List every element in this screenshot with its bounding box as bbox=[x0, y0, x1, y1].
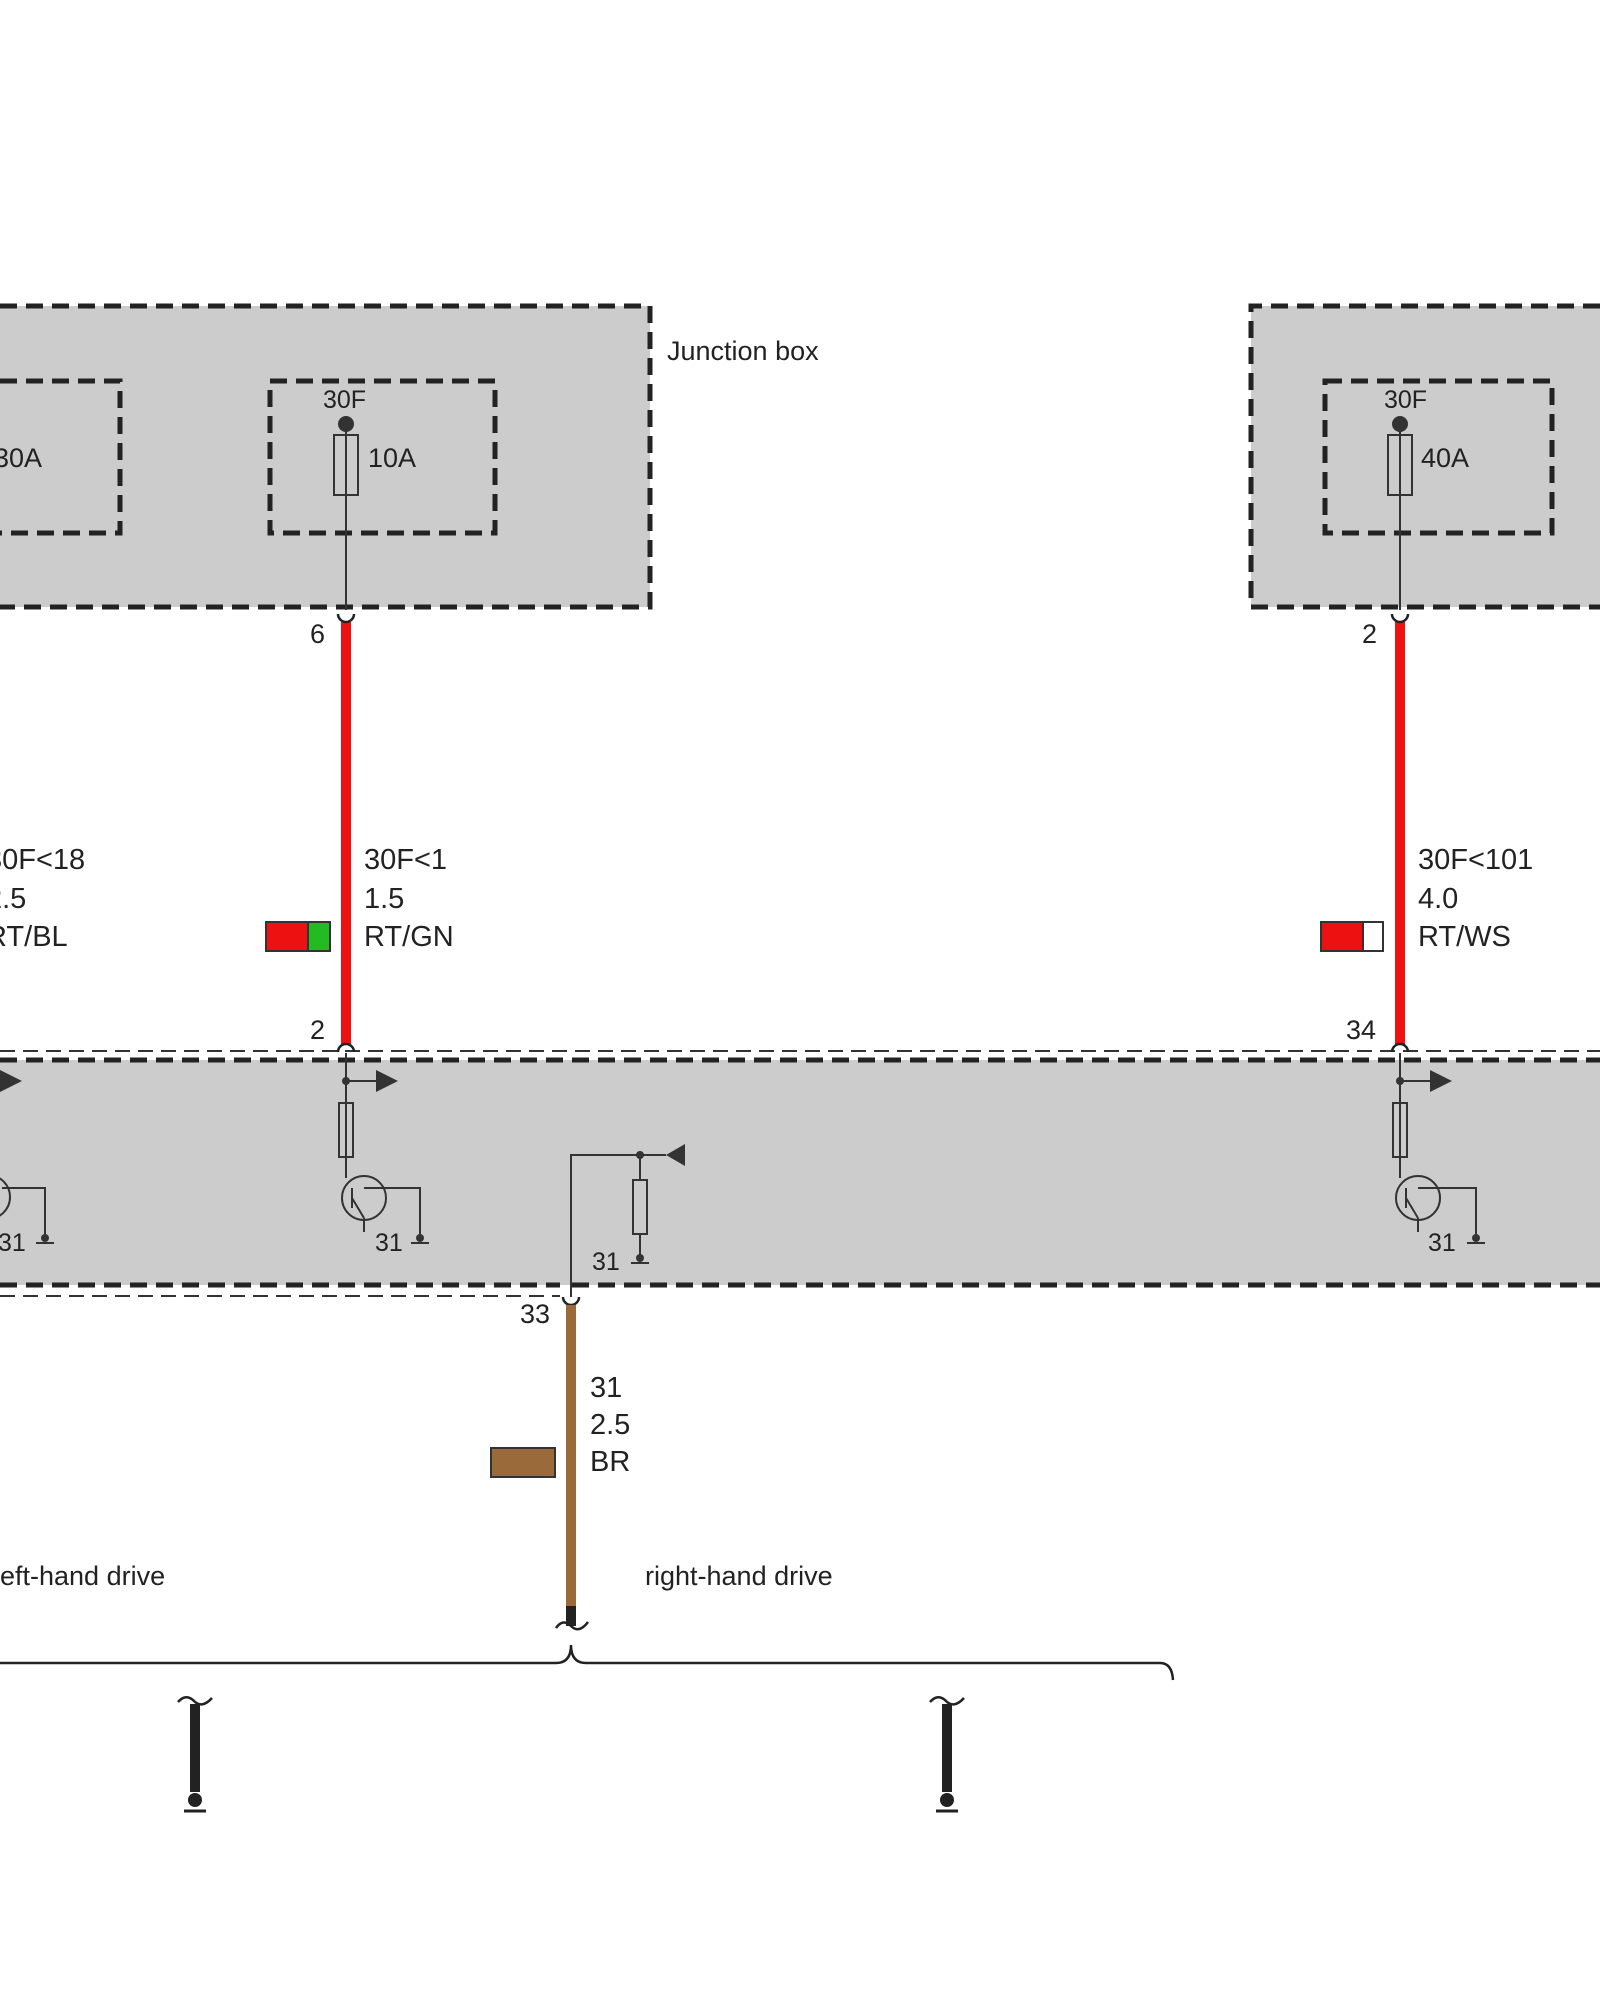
wire-right-color-code: RT/WS bbox=[1418, 921, 1511, 953]
ground-terminal-left bbox=[177, 1696, 213, 1813]
transistor-right-collector bbox=[1418, 1187, 1477, 1238]
transistor-mid-collector bbox=[364, 1187, 421, 1238]
ground-feed-line bbox=[570, 1154, 640, 1297]
wire-ground-end bbox=[566, 1606, 576, 1626]
wire-ground-swatch bbox=[490, 1447, 556, 1478]
wire-ground-signal: 31 bbox=[590, 1372, 622, 1404]
wire-right-top-connector bbox=[1390, 613, 1410, 624]
fuse-mid-terminal-label: 30F bbox=[323, 386, 366, 414]
wire-mid-gauge: 1.5 bbox=[364, 883, 404, 915]
junction-box-left: 30A 30F 10A Junction box bbox=[0, 303, 819, 610]
wire-left-signal: 30F<18 bbox=[0, 844, 85, 876]
junction-box-label: Junction box bbox=[667, 336, 819, 366]
wire-right-signal: 30F<101 bbox=[1418, 844, 1533, 876]
wire-right-swatch-primary bbox=[1320, 921, 1364, 952]
ground-terminal-left-break bbox=[177, 1696, 213, 1706]
input-arrow-center bbox=[666, 1144, 685, 1166]
wire-mid-swatch-stripe bbox=[307, 921, 331, 952]
ground-dot-left bbox=[41, 1234, 49, 1242]
wire-ground-line bbox=[566, 1305, 576, 1608]
fuse-holder-mid bbox=[267, 378, 498, 536]
junction-box-right: 30F 40A bbox=[1248, 303, 1600, 610]
ground-terminal-left-dot bbox=[188, 1793, 202, 1807]
ground-terminal-right-break bbox=[929, 1696, 965, 1706]
fuse-left-rating: 30A bbox=[0, 443, 42, 473]
fuse-right-icon bbox=[1387, 434, 1413, 496]
output-arrow-mid bbox=[376, 1070, 398, 1092]
ground-label-mid: 31 bbox=[375, 1229, 403, 1257]
output-arrow-left bbox=[0, 1070, 22, 1092]
resistor-mid bbox=[338, 1102, 354, 1158]
fuse-right-rating: 40A bbox=[1421, 443, 1469, 473]
fuse-mid-rating: 10A bbox=[368, 443, 416, 473]
ground-label-center: 31 bbox=[592, 1248, 620, 1276]
transistor-right-emitter bbox=[1405, 1197, 1419, 1219]
wire-left: 30F<18 2.5 RT/BL bbox=[0, 844, 85, 953]
wire-right-swatch-stripe bbox=[1362, 921, 1384, 952]
wire-right: 2 34 30F<101 4.0 RT/WS bbox=[1320, 613, 1533, 1053]
wire-ground-color-code: BR bbox=[590, 1446, 630, 1478]
fuse-mid-icon bbox=[333, 434, 359, 496]
pin-ctrl-ground: 33 bbox=[520, 1299, 550, 1329]
wire-mid-swatch-primary bbox=[265, 921, 309, 952]
ground-terminal-right bbox=[929, 1696, 965, 1813]
transistor-left bbox=[0, 1177, 11, 1217]
wire-mid-top-connector bbox=[336, 613, 356, 624]
pin-jb-mid: 6 bbox=[310, 619, 325, 649]
pin-jb-right: 2 bbox=[1362, 619, 1377, 649]
transistor-mid-emitter bbox=[351, 1197, 365, 1219]
brace-line bbox=[0, 1644, 1175, 1681]
wire-mid: 6 2 30F<1 1.5 RT/GN bbox=[265, 613, 454, 1053]
variant-left-label: left-hand drive bbox=[0, 1561, 165, 1591]
wire-right-bottom-connector bbox=[1390, 1042, 1410, 1053]
pin-ctrl-mid: 2 bbox=[310, 1015, 325, 1045]
ground-dot-mid bbox=[416, 1234, 424, 1242]
wire-mid-signal: 30F<1 bbox=[364, 844, 447, 876]
ground-terminal-right-dot bbox=[940, 1793, 954, 1807]
ground-dot-center bbox=[636, 1254, 644, 1262]
ground-terminal-right-lead bbox=[942, 1704, 952, 1792]
junction-box-left-outline bbox=[0, 303, 653, 610]
variant-brace: left-hand drive right-hand drive bbox=[0, 1561, 1175, 1681]
wire-mid-color-code: RT/GN bbox=[364, 921, 454, 953]
wire-right-gauge: 4.0 bbox=[1418, 883, 1458, 915]
wire-left-gauge: 2.5 bbox=[0, 883, 26, 915]
resistor-right bbox=[1392, 1102, 1408, 1158]
junction-box-right-outline bbox=[1248, 303, 1600, 610]
wire-ground: 33 31 2.5 BR bbox=[490, 1296, 630, 1626]
junction-box-left-fill bbox=[0, 306, 650, 607]
control-unit-fill bbox=[0, 1060, 1600, 1285]
variant-right-label: right-hand drive bbox=[645, 1561, 833, 1591]
wire-right-line bbox=[1395, 622, 1405, 1044]
output-arrow-right bbox=[1430, 1070, 1452, 1092]
ground-terminal-left-lead bbox=[190, 1704, 200, 1792]
transistor-left-collector bbox=[2, 1187, 46, 1238]
resistor-center bbox=[632, 1179, 648, 1235]
fuse-holder-right bbox=[1322, 378, 1555, 536]
ground-label-left: 31 bbox=[0, 1229, 26, 1257]
wire-mid-bottom-connector bbox=[336, 1042, 356, 1053]
wire-ground-top-connector bbox=[561, 1296, 581, 1307]
pin-ctrl-right: 34 bbox=[1346, 1015, 1376, 1045]
fuse-right-terminal-label: 30F bbox=[1384, 386, 1427, 414]
fuse-holder-left bbox=[0, 378, 123, 536]
wire-break-symbol bbox=[554, 1621, 589, 1631]
wire-mid-line bbox=[341, 622, 351, 1044]
wire-left-color-code: RT/BL bbox=[0, 921, 68, 953]
wire-ground-gauge: 2.5 bbox=[590, 1409, 630, 1441]
ground-label-right: 31 bbox=[1428, 1229, 1456, 1257]
control-unit: 31 31 31 3 bbox=[0, 1050, 1600, 1297]
ground-dot-right bbox=[1472, 1234, 1480, 1242]
